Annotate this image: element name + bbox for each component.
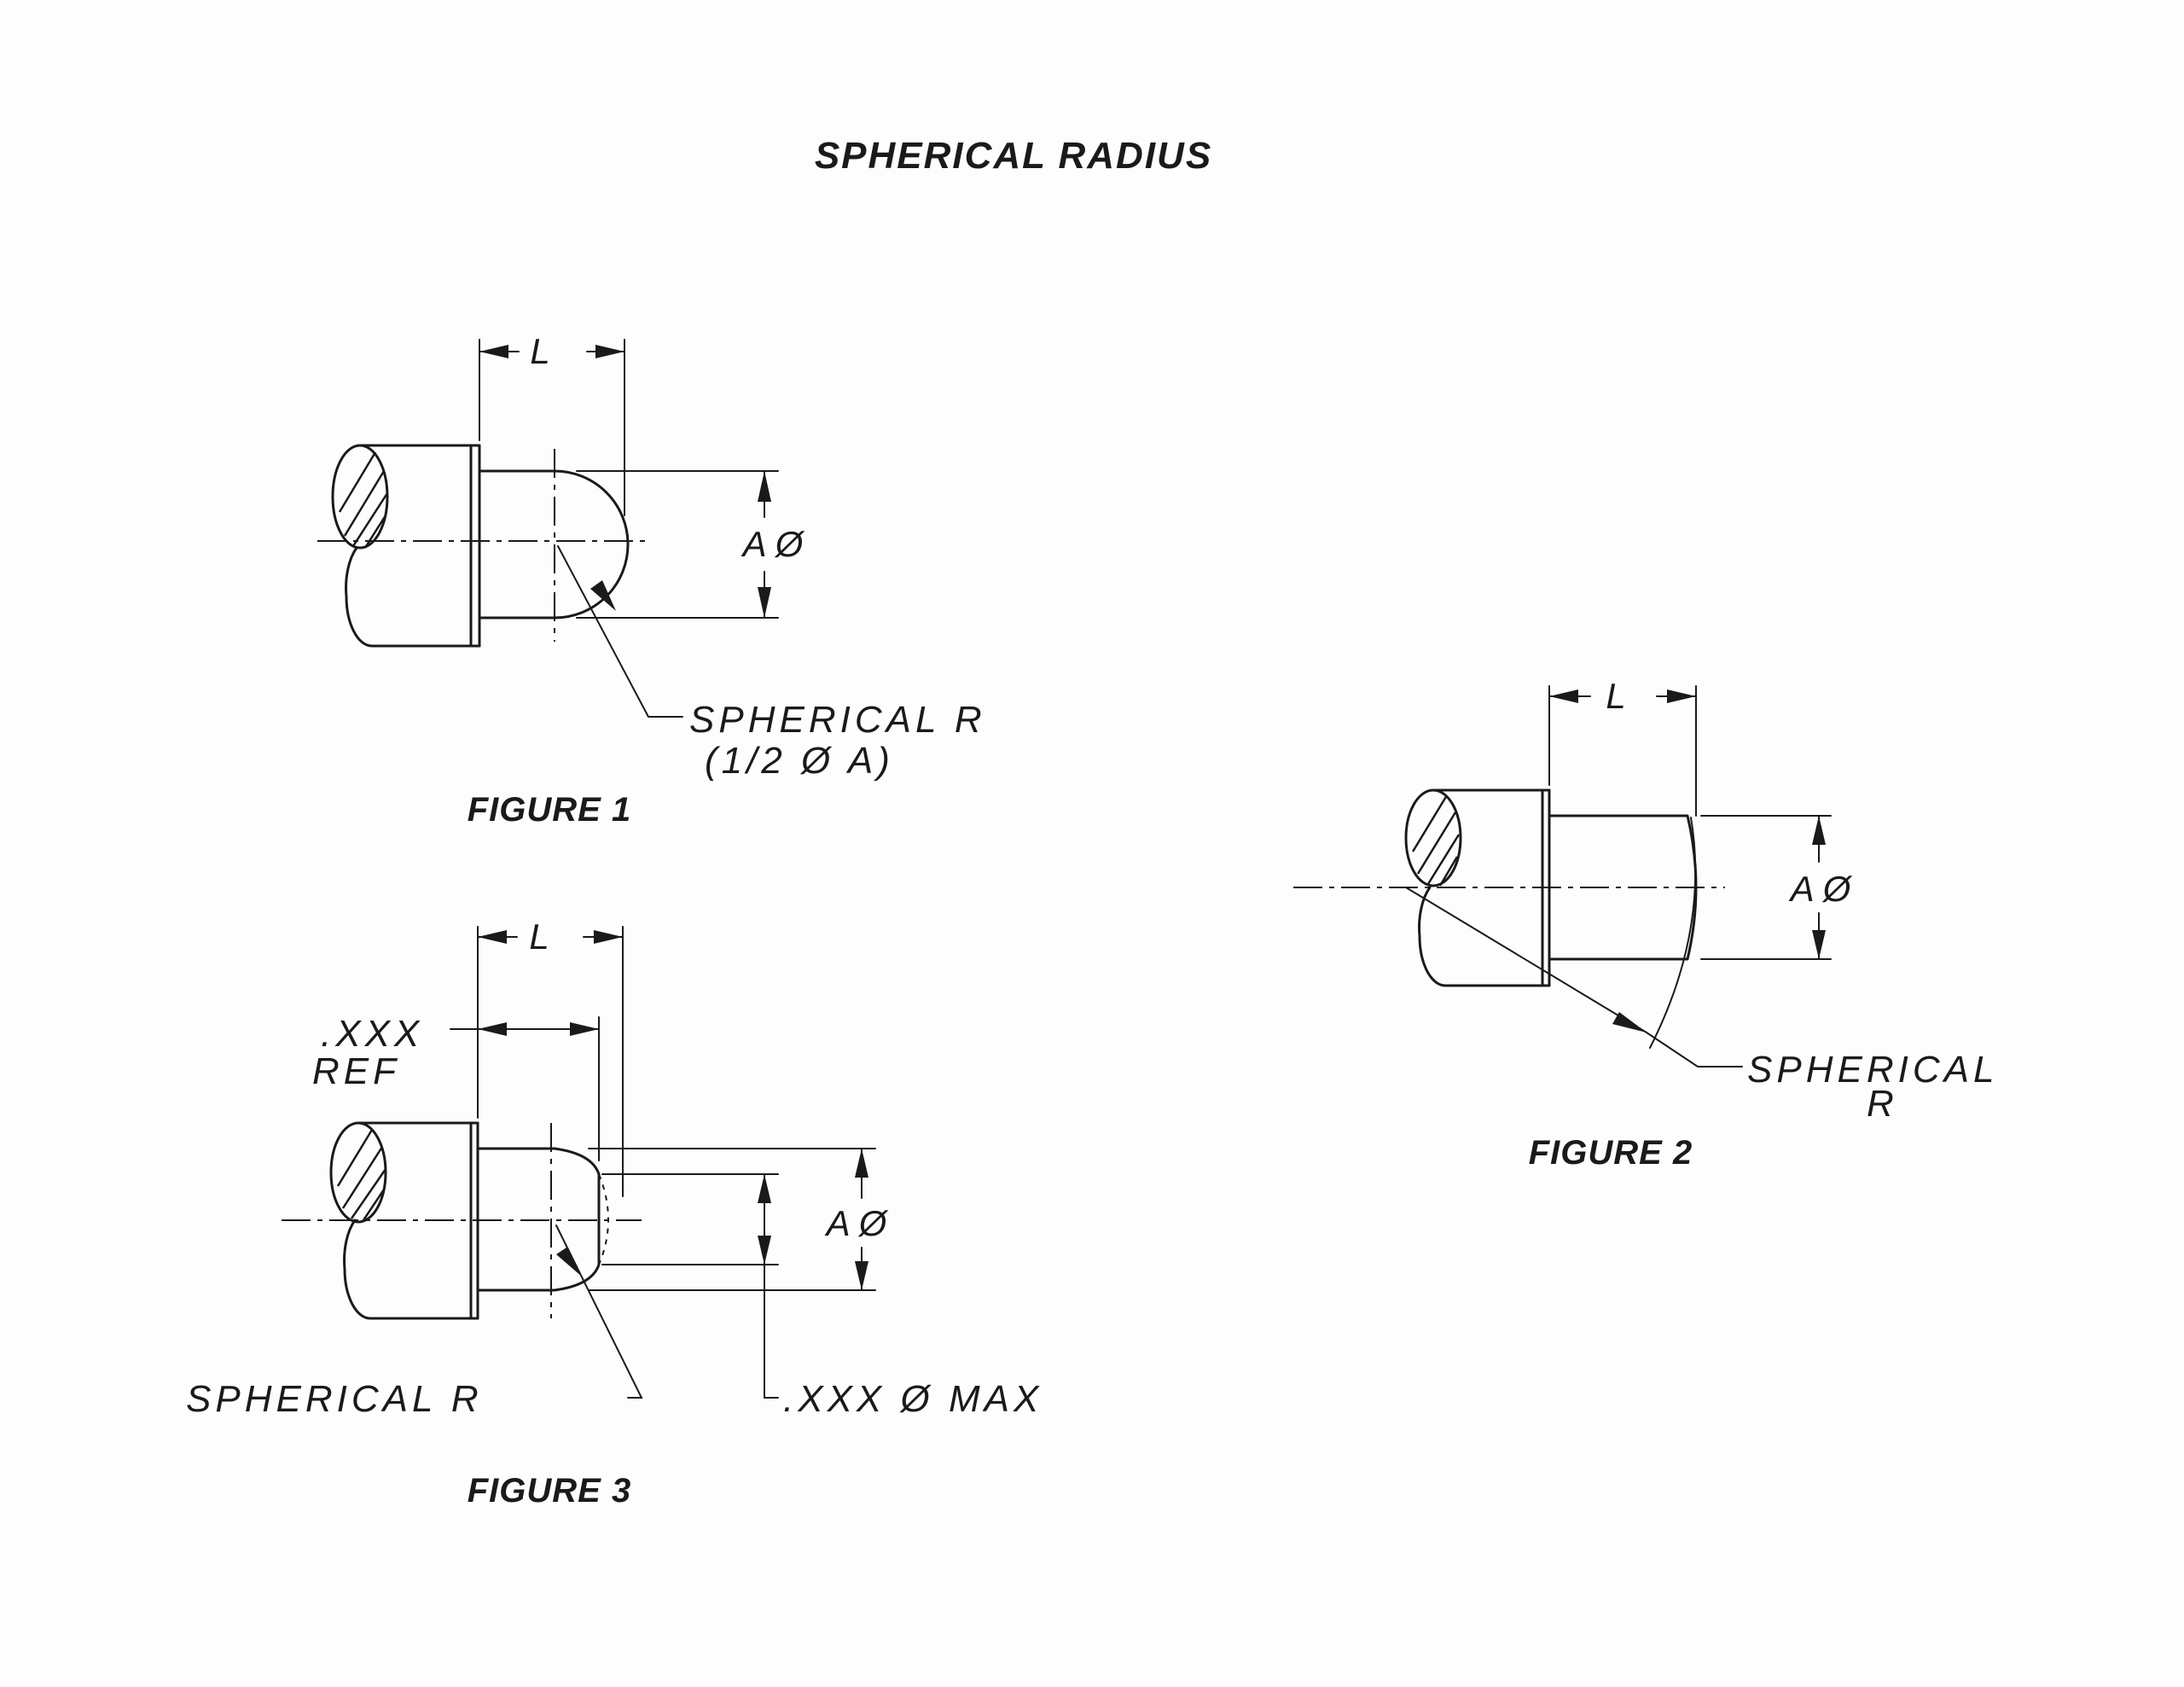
figure-2-radius-leader: [1405, 887, 1743, 1067]
figure-3-ref-value: .XXX: [321, 1013, 423, 1055]
figure-1-length-dimension: L: [479, 331, 625, 516]
figure-3-spherical-tip: [476, 1147, 601, 1292]
figure-3-shank: [329, 1121, 479, 1320]
figure-3-ref-label: REF: [312, 1050, 400, 1092]
figure-2-section-hatch: [1411, 794, 1461, 887]
figure-3-length-label: L: [529, 916, 549, 957]
page-title: SPHERICAL RADIUS: [815, 135, 1212, 177]
figure-1-shank: [331, 444, 481, 648]
figure-1-radius-note: SPHERICAL R: [689, 699, 986, 741]
figure-3-caption: FIGURE 3: [468, 1472, 631, 1510]
figure-1-diameter-label: A Ø: [741, 524, 805, 564]
figure-3-radius-leader: [555, 1225, 643, 1399]
figure-1-radius-leader: [557, 545, 683, 718]
figure-1-length-label: L: [530, 331, 549, 371]
figure-3-ref-dimension: [450, 1016, 600, 1161]
figure-1-spherical-tip: [478, 469, 630, 620]
figure-3-radius-note: SPHERICAL R: [186, 1378, 483, 1420]
figure-3-max-diameter-dimension: [601, 1173, 779, 1399]
figure-1: L A Ø SPHERICAL R (1/2 Ø A) FIGURE 1: [317, 331, 986, 829]
figure-3-diameter-dimension: A Ø: [588, 1148, 889, 1291]
figure-3-section-hatch: [336, 1129, 387, 1221]
figure-2-length-label: L: [1606, 676, 1625, 716]
figure-3: L .XXX REF A Ø .XXX Ø MAX: [186, 916, 1043, 1510]
figure-1-caption: FIGURE 1: [468, 791, 631, 829]
figure-2-radius-note: SPHERICAL: [1747, 1049, 1998, 1091]
figure-2-shank: [1404, 788, 1551, 987]
figure-1-diameter-dimension: A Ø: [576, 470, 805, 619]
figure-1-radius-formula: (1/2 Ø A): [705, 740, 894, 782]
figure-2: L A Ø SPHERICAL R FIGURE 2: [1293, 676, 1998, 1172]
figure-1-section-hatch: [338, 451, 389, 549]
figure-3-diameter-label: A Ø: [824, 1203, 889, 1243]
figure-2-length-dimension: L: [1548, 676, 1697, 817]
figure-2-diameter-dimension: A Ø: [1700, 815, 1853, 960]
figure-2-diameter-label: A Ø: [1788, 869, 1853, 909]
figure-2-caption: FIGURE 2: [1529, 1134, 1693, 1172]
figure-3-length-dimension: L: [477, 916, 624, 1197]
figure-2-radius-symbol: R: [1867, 1083, 1898, 1125]
figure-3-max-diameter-note: .XXX Ø MAX: [783, 1378, 1043, 1420]
